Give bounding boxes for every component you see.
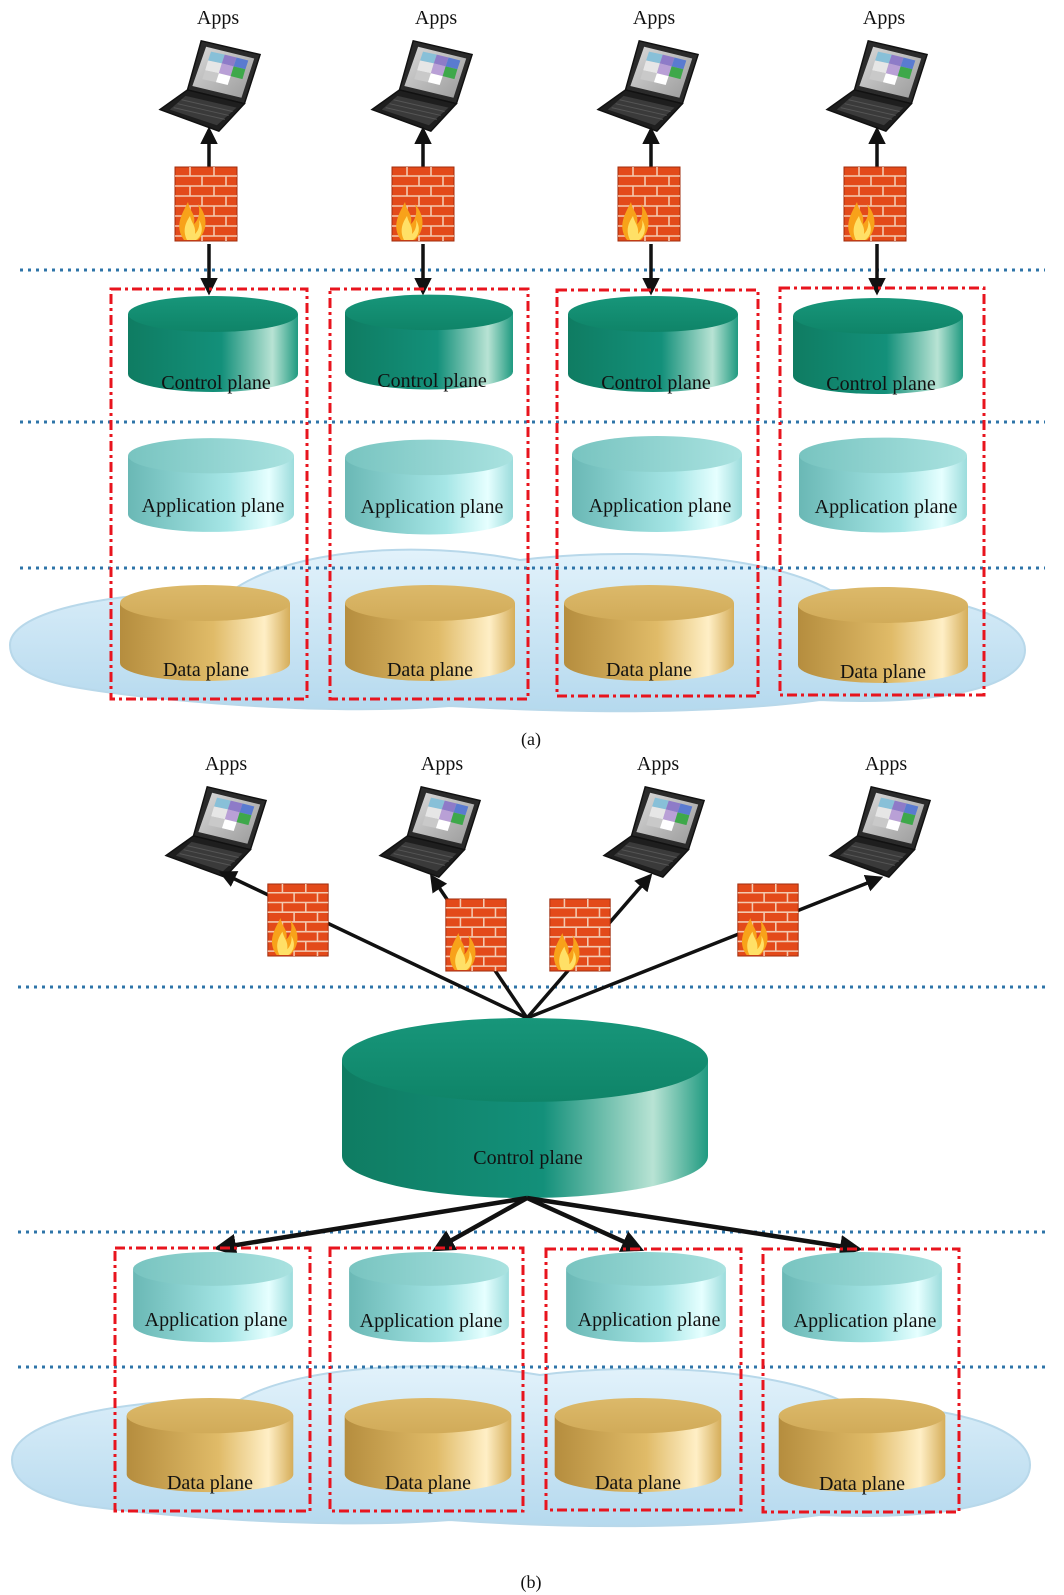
panel-a: Apps Control plane Application plane Dat…	[8, 7, 1045, 750]
connection-arrow	[432, 1196, 529, 1252]
application-plane-cylinder	[799, 437, 967, 533]
group-box	[109, 287, 309, 701]
apps-label: Apps	[415, 7, 457, 29]
firewall-icon	[617, 166, 681, 242]
group-box	[328, 1246, 525, 1513]
laptop-icon	[826, 40, 928, 132]
laptop-icon	[597, 40, 699, 132]
column-a-2: Apps Control plane Application plane Dat…	[328, 7, 530, 701]
application-plane-label: Application plane	[578, 1309, 721, 1331]
control-plane-label: Control plane	[377, 370, 487, 392]
application-plane-cylinder	[345, 439, 513, 535]
data-plane-label: Data plane	[819, 1473, 905, 1495]
control-plane-label: Control plane	[473, 1147, 583, 1169]
laptop-icon	[371, 40, 473, 132]
group-box	[778, 286, 986, 697]
apps-label: Apps	[863, 7, 905, 29]
firewall-icon	[549, 898, 611, 972]
firewall-icon	[737, 883, 799, 957]
laptop-icon	[165, 786, 267, 878]
panel-caption: (a)	[521, 729, 541, 750]
data-plane-label: Data plane	[606, 659, 692, 681]
application-plane-cylinder	[572, 436, 742, 532]
connection-arrow	[526, 1195, 863, 1258]
control-plane-label: Control plane	[161, 372, 271, 394]
laptop-icon	[159, 40, 261, 132]
group-box	[113, 1246, 312, 1513]
control-plane-label: Control plane	[826, 373, 936, 395]
application-plane-label: Application plane	[360, 1310, 503, 1332]
group-box	[328, 287, 530, 701]
laptop-icon	[603, 786, 705, 878]
firewall-icon	[267, 883, 329, 957]
apps-label: Apps	[633, 7, 675, 29]
control-plane-label: Control plane	[601, 372, 711, 394]
apps-label: Apps	[865, 753, 907, 775]
column-a-3: Apps Control plane Application plane Dat…	[555, 7, 760, 698]
data-plane-label: Data plane	[387, 659, 473, 681]
data-plane-label: Data plane	[595, 1472, 681, 1494]
application-plane-label: Application plane	[145, 1309, 288, 1331]
data-plane-label: Data plane	[163, 659, 249, 681]
application-plane-label: Application plane	[142, 495, 285, 517]
application-plane-label: Application plane	[361, 496, 504, 518]
apps-label: Apps	[637, 753, 679, 775]
connection-arrow	[213, 1195, 528, 1257]
group-box	[761, 1247, 961, 1514]
firewall-icon	[174, 166, 238, 242]
firewall-icon	[843, 166, 907, 242]
apps-label: Apps	[421, 753, 463, 775]
connection-arrow	[526, 875, 884, 1020]
laptop-icon	[829, 786, 931, 878]
firewall-icon	[391, 166, 455, 242]
column-a-1: Apps Control plane Application plane Dat…	[109, 7, 309, 701]
application-plane-cylinder	[128, 438, 294, 532]
column-a-4: Apps Control plane Application plane Dat…	[778, 7, 986, 697]
group-box	[555, 288, 760, 698]
apps-label: Apps	[205, 753, 247, 775]
application-plane-label: Application plane	[589, 495, 732, 517]
panel-caption: (b)	[521, 1572, 542, 1593]
data-plane-label: Data plane	[840, 661, 926, 683]
application-plane-label: Application plane	[815, 496, 958, 518]
application-plane-label: Application plane	[794, 1310, 937, 1332]
laptop-icon	[379, 786, 481, 878]
group-box	[544, 1247, 743, 1512]
data-plane-label: Data plane	[167, 1472, 253, 1494]
apps-label: Apps	[197, 7, 239, 29]
connection-arrow	[526, 1195, 645, 1252]
data-plane-label: Data plane	[385, 1472, 471, 1494]
firewall-icon	[445, 898, 507, 972]
panel-b: Apps Apps Apps Apps Control plane	[10, 753, 1045, 1593]
control-plane-cylinder	[342, 1018, 708, 1198]
